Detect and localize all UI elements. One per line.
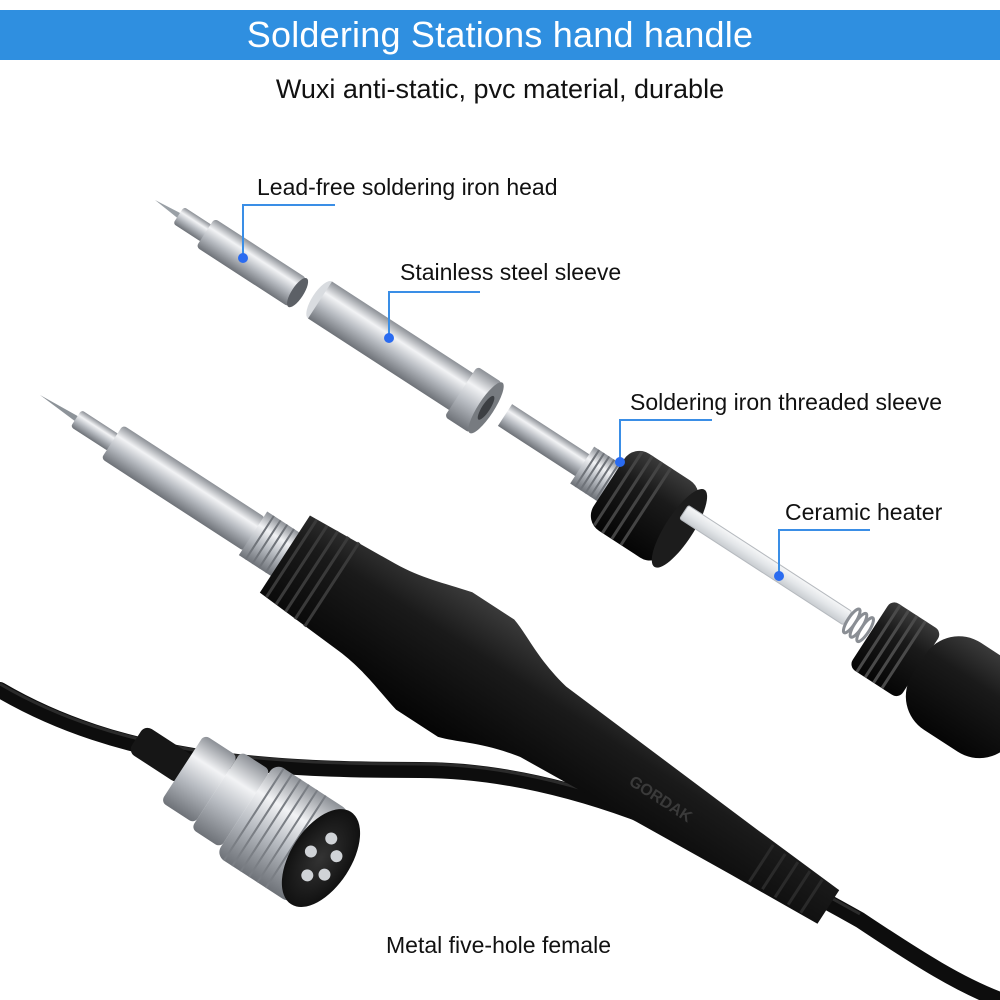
callout-tip-label: Lead-free soldering iron head	[257, 174, 558, 200]
title-banner: Soldering Stations hand handle	[0, 10, 1000, 60]
assembled-soldering-iron: GORDAK	[40, 395, 840, 924]
dot-heater	[774, 571, 784, 581]
callout-connector-label: Metal five-hole female	[386, 932, 611, 958]
leader-heater	[778, 529, 870, 576]
leader-threaded	[619, 419, 712, 462]
dot-sleeve	[384, 333, 394, 343]
lead-free-tip-part	[155, 200, 309, 308]
leader-tip	[242, 204, 335, 256]
dot-tip	[238, 253, 248, 263]
threaded-sleeve-part	[497, 404, 708, 568]
stainless-sleeve-part	[306, 281, 504, 434]
dot-threaded	[615, 457, 625, 467]
page-subtitle: Wuxi anti-static, pvc material, durable	[275, 74, 725, 104]
leader-sleeve	[388, 291, 480, 338]
page-title: Soldering Stations hand handle	[246, 14, 754, 55]
callout-threaded-label: Soldering iron threaded sleeve	[630, 389, 942, 415]
callout-heater-label: Ceramic heater	[785, 499, 943, 525]
callout-sleeve-label: Stainless steel sleeve	[400, 259, 622, 285]
ceramic-heater-part	[679, 505, 1000, 759]
five-hole-connector	[130, 727, 361, 907]
